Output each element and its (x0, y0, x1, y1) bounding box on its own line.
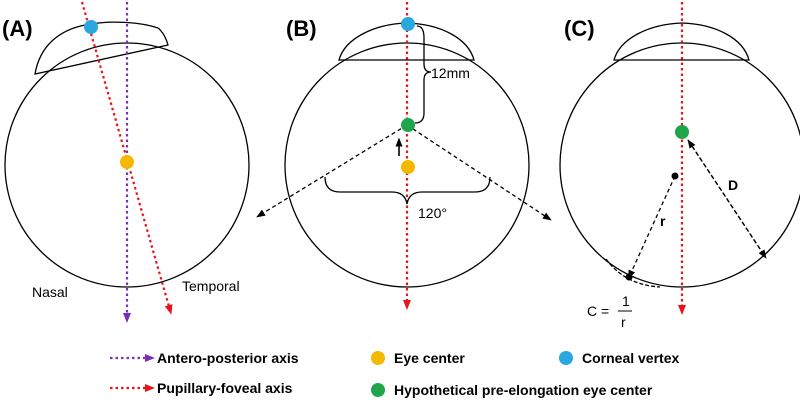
panel-b-corneal-vertex (401, 17, 415, 31)
panel-b-field-ray-left (256, 124, 408, 218)
legend: Antero-posterior axis Pupillary-foveal a… (110, 350, 679, 398)
panel-c-distance-arrow-head (687, 139, 765, 256)
panel-a-temporal-label: Temporal (182, 278, 240, 294)
panel-c-r-label: r (660, 213, 666, 229)
panel-b-eye-center (401, 160, 415, 174)
panel-a-label: (A) (2, 16, 33, 41)
panel-c-formula-den: r (621, 314, 626, 330)
panel-c: (C) r D C = 1 r (559, 2, 800, 330)
legend-eye-center-label: Eye center (394, 350, 465, 366)
panel-b-field-ray-right (406, 124, 552, 221)
panel-c-label: (C) (564, 16, 595, 41)
panel-b-hypothetical-center (401, 118, 415, 132)
legend-pupillary-foveal-label: Pupillary-foveal axis (157, 380, 293, 396)
legend-hypothetical-center-swatch (371, 383, 385, 397)
panel-c-surface-point (625, 273, 633, 281)
panel-a-corneal-vertex (84, 20, 98, 34)
panel-a-eye-center (120, 155, 134, 169)
legend-antero-posterior-label: Antero-posterior axis (157, 350, 299, 366)
panel-c-cornea (613, 22, 750, 61)
panel-c-formula-lhs: C = (587, 303, 609, 319)
panel-c-d-label: D (728, 177, 738, 193)
panel-a-nasal-label: Nasal (32, 284, 68, 300)
panel-c-formula-num: 1 (622, 293, 630, 309)
panel-b-120-brace (324, 176, 491, 205)
panel-b-120-label: 120° (418, 205, 447, 221)
legend-eye-center-swatch (371, 351, 385, 365)
panel-b-12mm-brace (414, 25, 432, 124)
panel-a: (A) Nasal Temporal (2, 1, 250, 323)
panel-c-eyeball (559, 42, 800, 288)
legend-corneal-vertex-swatch (559, 351, 573, 365)
panel-c-curvature-center (671, 172, 679, 180)
legend-corneal-vertex-label: Corneal vertex (582, 350, 679, 366)
panel-b-12mm-label: 12mm (431, 65, 470, 81)
panel-a-cornea (34, 21, 169, 75)
panel-c-distance-arrow (687, 139, 767, 259)
panel-c-radius-arrow (628, 175, 676, 280)
panel-b: (B) 12mm 120° (256, 2, 552, 310)
panel-b-label: (B) (286, 16, 317, 41)
panel-c-hypothetical-center (675, 125, 689, 139)
legend-hypothetical-center-label: Hypothetical pre-elongation eye center (394, 382, 653, 398)
